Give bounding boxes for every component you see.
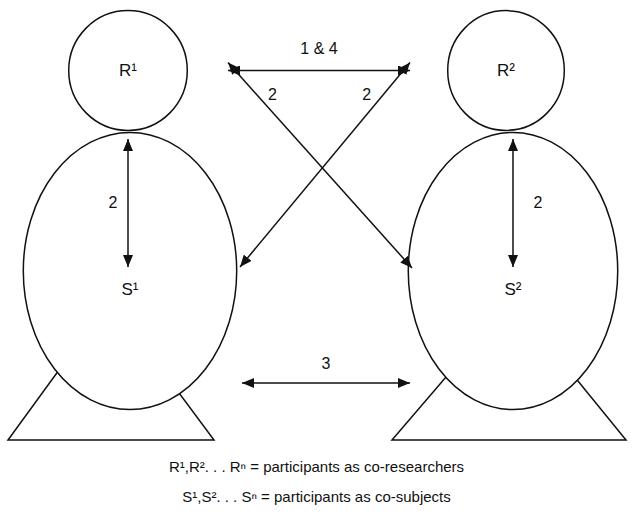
relation-arrow	[228, 63, 412, 269]
ellipse-outline	[22, 131, 238, 411]
co-researcher-head: R²	[447, 10, 565, 131]
co-subject-body: S¹	[22, 131, 238, 411]
relation-number: 2	[534, 194, 543, 212]
relation-number: 2	[268, 86, 277, 104]
relation-arrow	[228, 70, 410, 72]
participant-label: S²	[505, 280, 522, 300]
relation-arrow	[242, 382, 410, 384]
participant-label: R¹	[119, 61, 137, 81]
relation-arrow	[240, 63, 410, 268]
participant-label: R²	[497, 61, 515, 81]
ellipse-outline	[407, 131, 619, 411]
co-subject-body: S²	[407, 131, 619, 411]
relation-number: 2	[109, 194, 118, 212]
relation-arrow	[127, 139, 129, 267]
relation-number: 3	[322, 355, 331, 373]
relation-number: 2	[362, 86, 371, 104]
relation-arrow	[512, 139, 514, 267]
key-note: R¹,R². . . Rⁿ = participants as co-resea…	[0, 458, 633, 475]
co-researcher-head: R¹	[68, 10, 188, 131]
relation-number: 1 & 4	[300, 40, 337, 58]
key-note: S¹,S². . . Sⁿ = participants as co-subje…	[0, 488, 633, 505]
participant-label: S¹	[122, 280, 139, 300]
